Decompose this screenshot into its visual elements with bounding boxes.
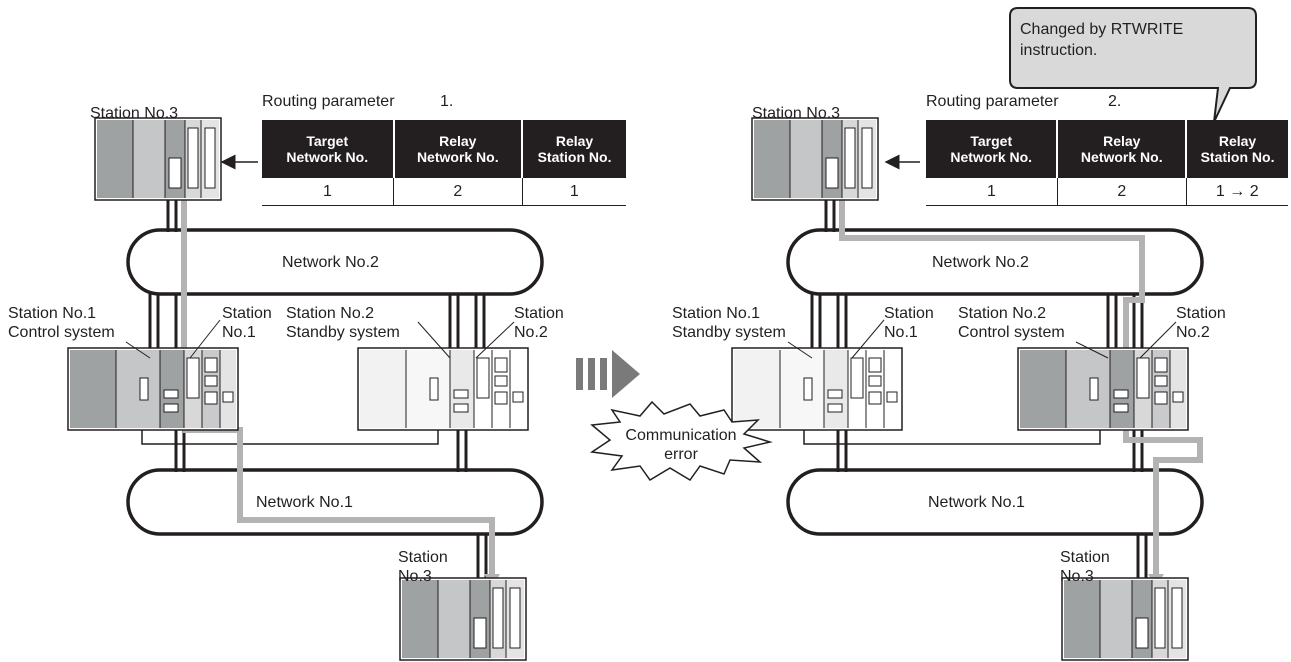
right-station1-plc [731,347,903,431]
callout-text: Changed by RTWRITE instruction. [1020,19,1183,61]
left-routing-number: 1. [440,93,454,110]
right-station2-plc [1017,347,1189,431]
right-station3-top-label: Station No.3 [752,105,841,122]
right-station3-bottom-plc [1061,577,1189,661]
right-st1-leader [787,341,813,359]
transition-arrow [576,350,640,398]
left-station3-bottom-plc [399,577,527,661]
callout-bubble [1009,7,1257,123]
left-network-2-ring [126,228,544,296]
left-network2-label: Network No.2 [282,254,379,271]
left-td-relay-network: 2 [393,178,523,206]
right-st2b-leader [1139,321,1177,359]
left-td-relay-station: 1 [521,178,626,206]
left-station3-top-label: Station No.3 [90,105,179,122]
communication-error-burst [589,400,773,481]
right-st2-leader [1075,341,1109,359]
right-td-relay-network: 2 [1056,178,1187,206]
left-td-target: 1 [262,178,394,206]
left-network-1-ring [126,468,544,536]
left-cables [148,200,488,578]
right-td-target: 1 [926,178,1058,206]
left-st2-leader [417,321,451,359]
left-station3-top-plc [94,117,222,201]
left-station2-plc [357,347,529,431]
right-station3-top-plc [751,117,879,201]
right-tracking-cable [803,430,1101,445]
left-st2b-leader [475,321,515,359]
left-network1-label: Network No.1 [256,494,353,511]
right-network1-label: Network No.1 [928,494,1025,511]
right-st1b-leader [851,319,885,359]
left-st1-leader [125,341,151,359]
right-network-2-ring [786,228,1204,296]
left-tracking-cable [141,430,439,445]
right-td-relay-station: 1 → 2 [1185,178,1288,206]
left-st1b-leader [189,319,221,359]
left-station1-plc [67,347,239,431]
left-routing-label: Routing parameter [262,93,395,110]
right-network2-label: Network No.2 [932,254,1029,271]
right-routing-label: Routing parameter [926,93,1059,110]
callout-line2: instruction. [1020,42,1098,59]
right-routing-number: 2. [1108,93,1122,110]
callout-line1: Changed by RTWRITE [1020,21,1184,38]
right-network-1-ring [786,468,1204,536]
